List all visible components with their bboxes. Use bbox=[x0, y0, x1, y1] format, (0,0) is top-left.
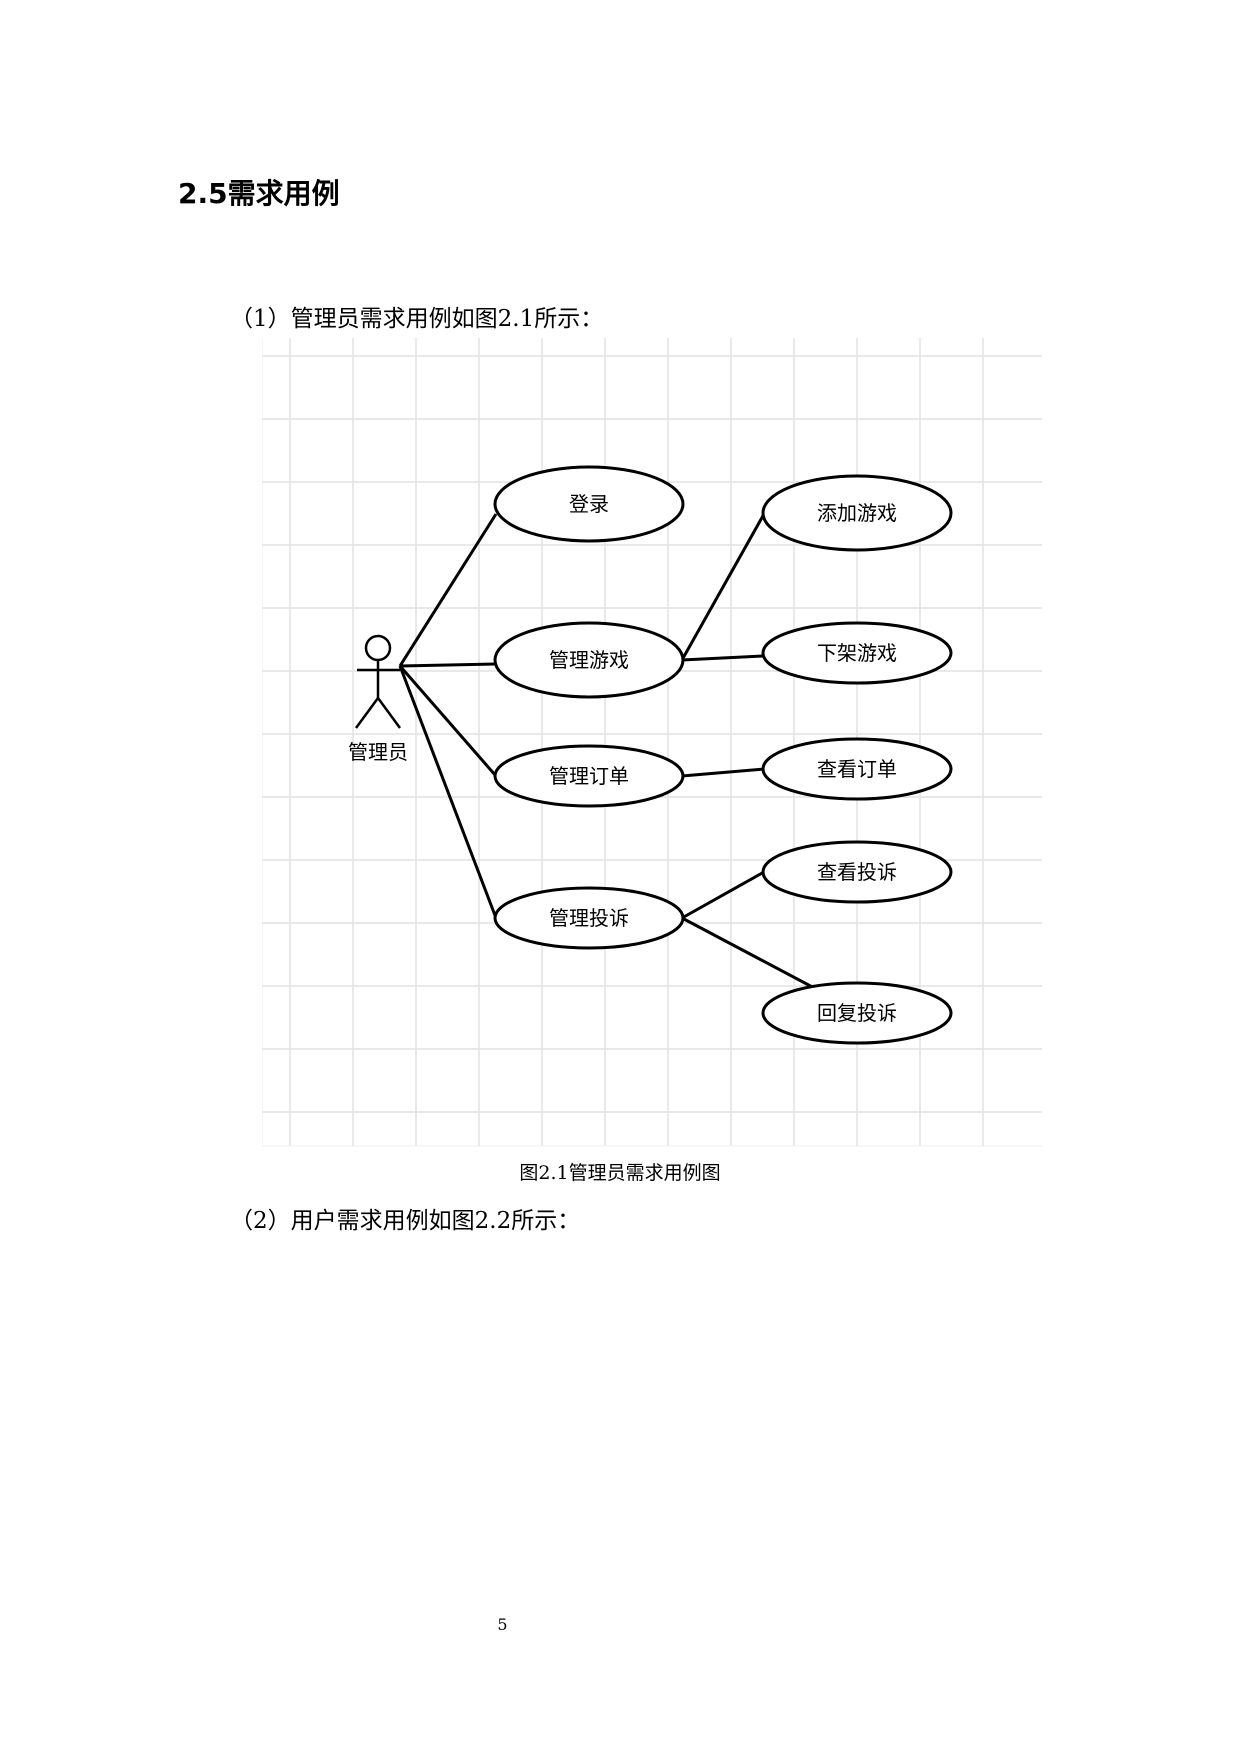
admin-use-case-diagram: 管理员 登录 管理游戏 管理订单 管理投诉 添加游戏 下架游戏 查看订单 查看投… bbox=[262, 338, 1042, 1147]
line-games-add bbox=[680, 513, 766, 661]
use-case-remove-game-label: 下架游戏 bbox=[817, 641, 897, 665]
use-case-manage-games: 管理游戏 bbox=[493, 621, 685, 699]
use-case-reply-complaints: 回复投诉 bbox=[761, 981, 953, 1045]
use-case-view-complaints-label: 查看投诉 bbox=[817, 860, 897, 884]
line-games-remove bbox=[681, 654, 765, 662]
use-case-reply-complaints-ellipse bbox=[761, 981, 953, 1045]
figure-caption: 图2.1管理员需求用例图 bbox=[0, 1160, 1240, 1186]
line-actor-manage-games bbox=[399, 662, 497, 668]
use-case-add-game-ellipse bbox=[761, 474, 953, 552]
use-case-manage-complaints: 管理投诉 bbox=[493, 886, 685, 950]
use-case-view-complaints: 查看投诉 bbox=[761, 840, 953, 904]
use-case-manage-orders: 管理订单 bbox=[493, 744, 685, 808]
line-actor-manage-orders bbox=[398, 665, 498, 777]
line-actor-login bbox=[398, 513, 498, 667]
use-case-login-ellipse bbox=[493, 465, 685, 543]
use-case-view-orders-label: 查看订单 bbox=[817, 757, 897, 781]
section-heading: 2.5需求用例 bbox=[178, 177, 340, 210]
paragraph-admin-use-case-intro: （1）管理员需求用例如图2.1所示： bbox=[230, 306, 604, 332]
actor-right-leg bbox=[376, 697, 402, 729]
association-lines bbox=[398, 513, 819, 992]
use-case-login: 登录 bbox=[493, 465, 685, 543]
use-case-manage-complaints-label: 管理投诉 bbox=[549, 906, 629, 930]
use-case-manage-games-label: 管理游戏 bbox=[549, 648, 629, 672]
line-complaints-reply bbox=[681, 916, 819, 992]
actor-figure bbox=[354, 634, 402, 729]
use-case-remove-game: 下架游戏 bbox=[761, 621, 953, 685]
use-case-view-complaints-ellipse bbox=[761, 840, 953, 904]
use-case-add-game-label: 添加游戏 bbox=[817, 501, 897, 525]
use-case-manage-orders-ellipse bbox=[493, 744, 685, 808]
actor-left-leg bbox=[354, 697, 380, 729]
use-case-view-orders: 查看订单 bbox=[761, 737, 953, 801]
use-case-add-game: 添加游戏 bbox=[761, 474, 953, 552]
use-case-reply-complaints-label: 回复投诉 bbox=[817, 1001, 897, 1025]
use-case-view-orders-ellipse bbox=[761, 737, 953, 801]
use-case-manage-complaints-ellipse bbox=[493, 886, 685, 950]
actor-head bbox=[364, 634, 392, 662]
figure-caption-text: 图2.1管理员需求用例图 bbox=[519, 1162, 721, 1184]
line-actor-manage-complaints bbox=[398, 665, 498, 919]
use-case-manage-games-ellipse bbox=[493, 621, 685, 699]
line-orders-view bbox=[681, 767, 765, 778]
use-case-login-label: 登录 bbox=[569, 492, 609, 516]
page-number: 5 bbox=[497, 1615, 508, 1634]
actor-label: 管理员 bbox=[348, 740, 408, 764]
use-case-remove-game-ellipse bbox=[761, 621, 953, 685]
paragraph-user-use-case-intro: （2）用户需求用例如图2.2所示： bbox=[230, 1208, 581, 1234]
line-complaints-view bbox=[681, 870, 765, 920]
use-case-manage-orders-label: 管理订单 bbox=[549, 764, 629, 788]
